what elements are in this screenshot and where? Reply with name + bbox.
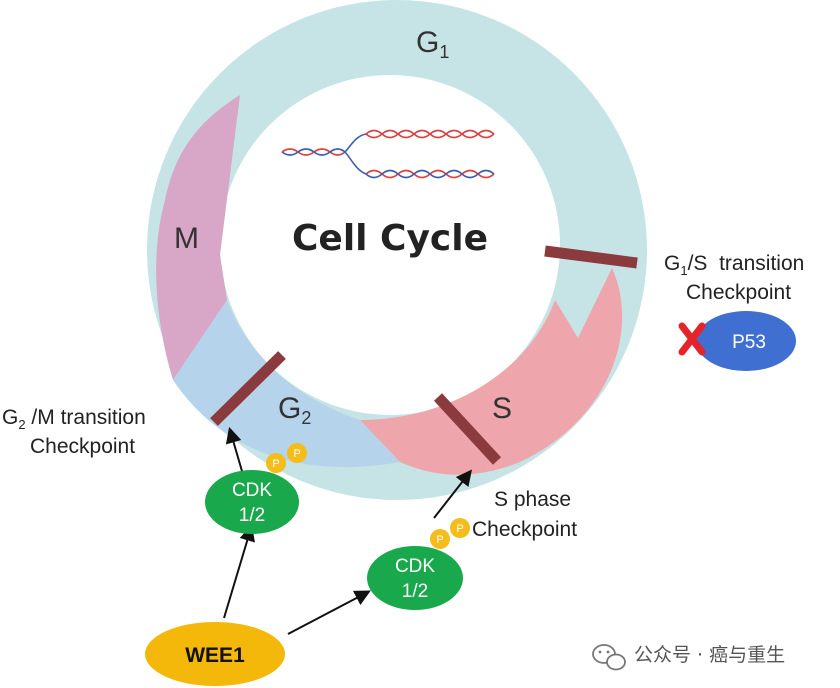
inhibit-x-icon	[678, 322, 706, 356]
s-checkpoint-label-line2: Checkpoint	[472, 518, 577, 541]
wechat-icon	[592, 644, 626, 671]
wee1-label: WEE1	[185, 644, 245, 667]
s-checkpoint-bar	[433, 393, 502, 465]
cdk-lower-label-line2: 1/2	[402, 581, 428, 602]
arrow-wee1-to-cdk-lower	[287, 590, 371, 635]
cycle-ring	[147, 0, 647, 500]
g2-phase-segment	[173, 300, 400, 468]
g2m-checkpoint-bar	[210, 351, 286, 426]
watermark: 公众号 · 癌与重生	[592, 644, 785, 671]
svg-text:P: P	[456, 523, 463, 535]
arrow-wee1-to-cdk-upper	[223, 524, 255, 619]
diagram-title: Cell Cycle	[292, 218, 488, 259]
cdk-node-upper	[205, 470, 299, 534]
s-label: S	[492, 392, 512, 425]
g1-label: G1	[416, 26, 449, 62]
g1s-checkpoint-label-line1: G1/S transition	[664, 252, 804, 278]
g2-label: G2	[278, 392, 311, 428]
phospho-group-lower: P P	[430, 518, 470, 549]
watermark-text: 公众号 · 癌与重生	[634, 644, 785, 666]
g2m-checkpoint-label-line1: G2 /M transition	[2, 406, 146, 432]
g1s-checkpoint-label-line2: Checkpoint	[686, 281, 791, 304]
p53-label: P53	[732, 332, 766, 353]
arrow-cdk-lower-to-s	[433, 469, 472, 519]
svg-text:P: P	[293, 448, 300, 460]
cdk-upper-label-line2: 1/2	[239, 505, 265, 526]
p53-node	[696, 311, 796, 371]
g1s-checkpoint-bar	[544, 245, 638, 269]
cdk-node-lower	[367, 546, 463, 610]
s-checkpoint-label-line1: S phase	[494, 488, 571, 511]
g2m-checkpoint-label-line2: Checkpoint	[30, 435, 135, 458]
svg-text:P: P	[436, 534, 443, 546]
m-phase-segment	[156, 95, 240, 380]
wee1-node	[145, 622, 285, 686]
m-label: M	[174, 222, 199, 255]
arrows	[223, 426, 472, 635]
svg-text:P: P	[272, 458, 279, 470]
cdk-upper-label-line1: CDK	[232, 480, 272, 501]
cdk-lower-label-line1: CDK	[395, 556, 435, 577]
s-phase-segment	[360, 268, 623, 475]
arrow-cdk-upper-to-g2m	[225, 426, 245, 479]
phospho-group-upper: P P	[266, 443, 307, 473]
dna-replication-icon	[281, 129, 495, 179]
